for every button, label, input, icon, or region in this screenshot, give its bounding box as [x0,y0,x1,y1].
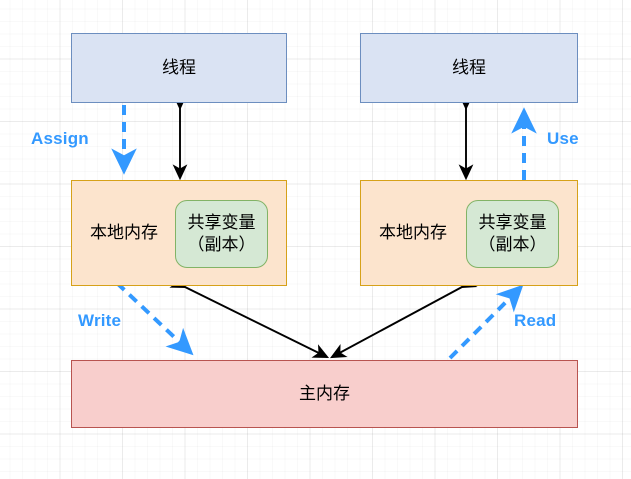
shared-variable-line1-left: 共享变量 [187,213,256,233]
use-label: Use [547,129,579,148]
shared-variable-line2-right: （副本） [478,235,547,254]
shared-variable-line1-right: 共享变量 [478,213,547,233]
local-memory-label-left: 本地内存 [90,223,158,243]
main-memory-label: 主内存 [299,384,350,404]
read-label: Read [514,311,557,330]
assign-label: Assign [31,129,89,148]
shared-variable-box-left[interactable]: 共享变量 （副本） [175,200,268,268]
thread-box-left[interactable]: 线程 [71,33,287,103]
shared-variable-box-right[interactable]: 共享变量 （副本） [466,200,559,268]
arrow-write [115,281,194,356]
thread-label-right: 线程 [452,58,486,78]
shared-variable-line2-left: （副本） [187,235,256,254]
arrow-local-main-right [329,273,478,359]
local-memory-label-right: 本地内存 [379,223,447,243]
thread-box-right[interactable]: 线程 [360,33,578,103]
write-label: Write [78,311,122,330]
arrow-read [448,284,524,360]
arrow-local-main-left [169,274,330,359]
main-memory-box[interactable]: 主内存 [71,360,578,428]
thread-label-left: 线程 [162,58,196,78]
